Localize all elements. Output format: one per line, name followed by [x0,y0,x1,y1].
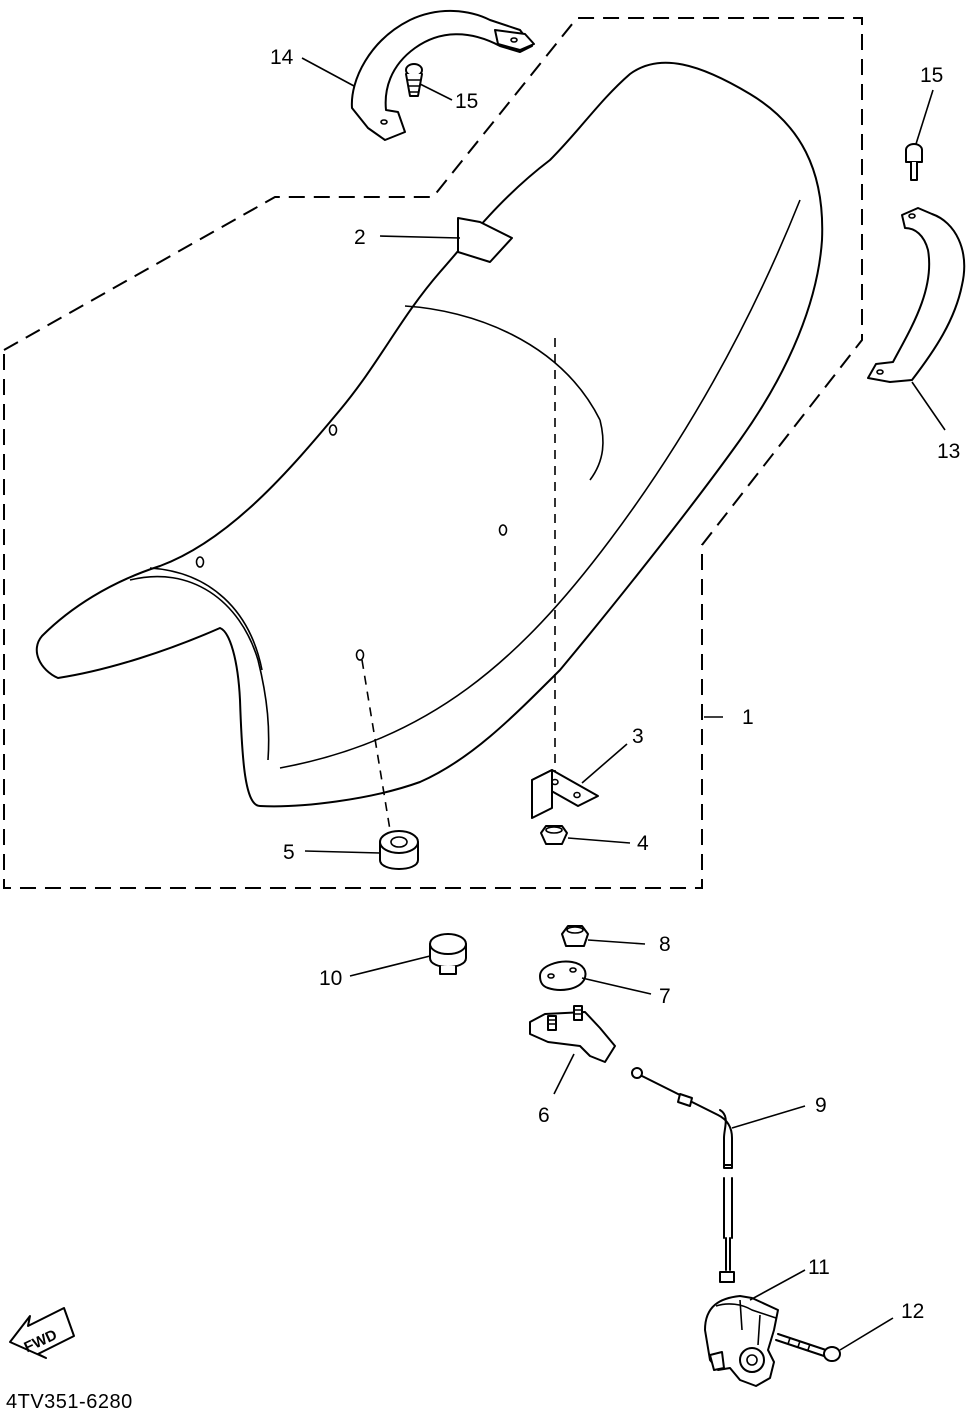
callout-15-left: 15 [455,90,478,113]
part-9-cable [631,1067,735,1283]
part-14-grab-bar [350,10,535,141]
part-11-lock [704,1295,779,1387]
callout-2: 2 [354,226,366,249]
callout-12: 12 [901,1300,924,1323]
part-5-damper [379,830,419,870]
part-10-damper [429,933,467,975]
callout-3: 3 [632,725,644,748]
callout-7: 7 [659,985,671,1008]
fwd-arrow: FWD [9,1307,75,1359]
callout-1: 1 [742,706,754,729]
callout-11: 11 [808,1256,830,1279]
callout-14: 14 [270,46,294,69]
part-8-nut [561,925,589,947]
assembly-boundary [3,17,863,889]
callout-8: 8 [659,933,671,956]
part-4-nut [540,825,568,845]
part-12-bolt [775,1333,841,1362]
part-7-plate [539,960,587,991]
callout-13: 13 [937,440,960,463]
part-15-bolt-left [405,63,423,97]
callout-10: 10 [319,967,342,990]
diagram-code: 4TV351-6280 [6,1391,133,1413]
callout-9: 9 [815,1094,827,1117]
part-2-tag [457,217,513,263]
callout-4: 4 [637,832,649,855]
leader-lines [301,57,946,1351]
part-6-lock-bracket [529,1005,616,1063]
callout-6: 6 [538,1104,550,1127]
callout-5: 5 [283,841,295,864]
part-13-grab-bar [867,207,966,383]
seat [35,61,824,808]
callout-15-right: 15 [920,64,943,87]
part-15-bolt-right [905,143,923,181]
part-3-bracket [531,769,599,819]
